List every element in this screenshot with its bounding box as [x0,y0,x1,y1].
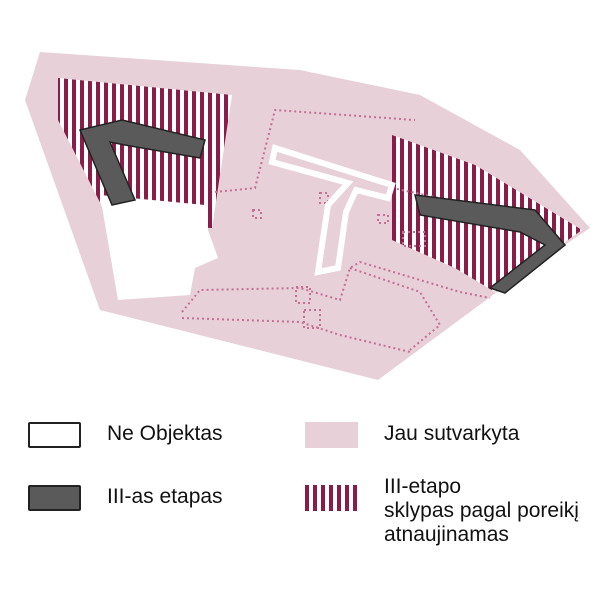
legend-label-not-object: Ne Objektas [107,422,223,445]
legend-label-stage3: III-as etapas [107,485,223,508]
striped-zone-left [58,78,232,228]
dotted-outlines [181,108,521,353]
site-map [25,52,590,380]
legend-swatch-white [28,422,81,448]
not-object-area [100,195,218,300]
legend-stage3: III-as etapas [28,485,223,511]
legend-label-stage3-renew: III-etapo sklypas pagal poreikį atnaujin… [384,475,579,546]
legend-done: Jau sutvarkyta [305,422,519,448]
legend-swatch-striped [305,485,358,511]
stage3-building-right [414,194,567,294]
legend-label-done: Jau sutvarkyta [384,422,520,445]
legend-stage3-renew: III-etapo sklypas pagal poreikį atnaujin… [305,475,579,547]
stage3-building-left [78,119,206,206]
t-shaped-building [268,144,396,276]
legend-swatch-dark [28,485,81,511]
legend-swatch-pink [305,422,358,448]
legend-not-object: Ne Objektas [28,422,223,448]
